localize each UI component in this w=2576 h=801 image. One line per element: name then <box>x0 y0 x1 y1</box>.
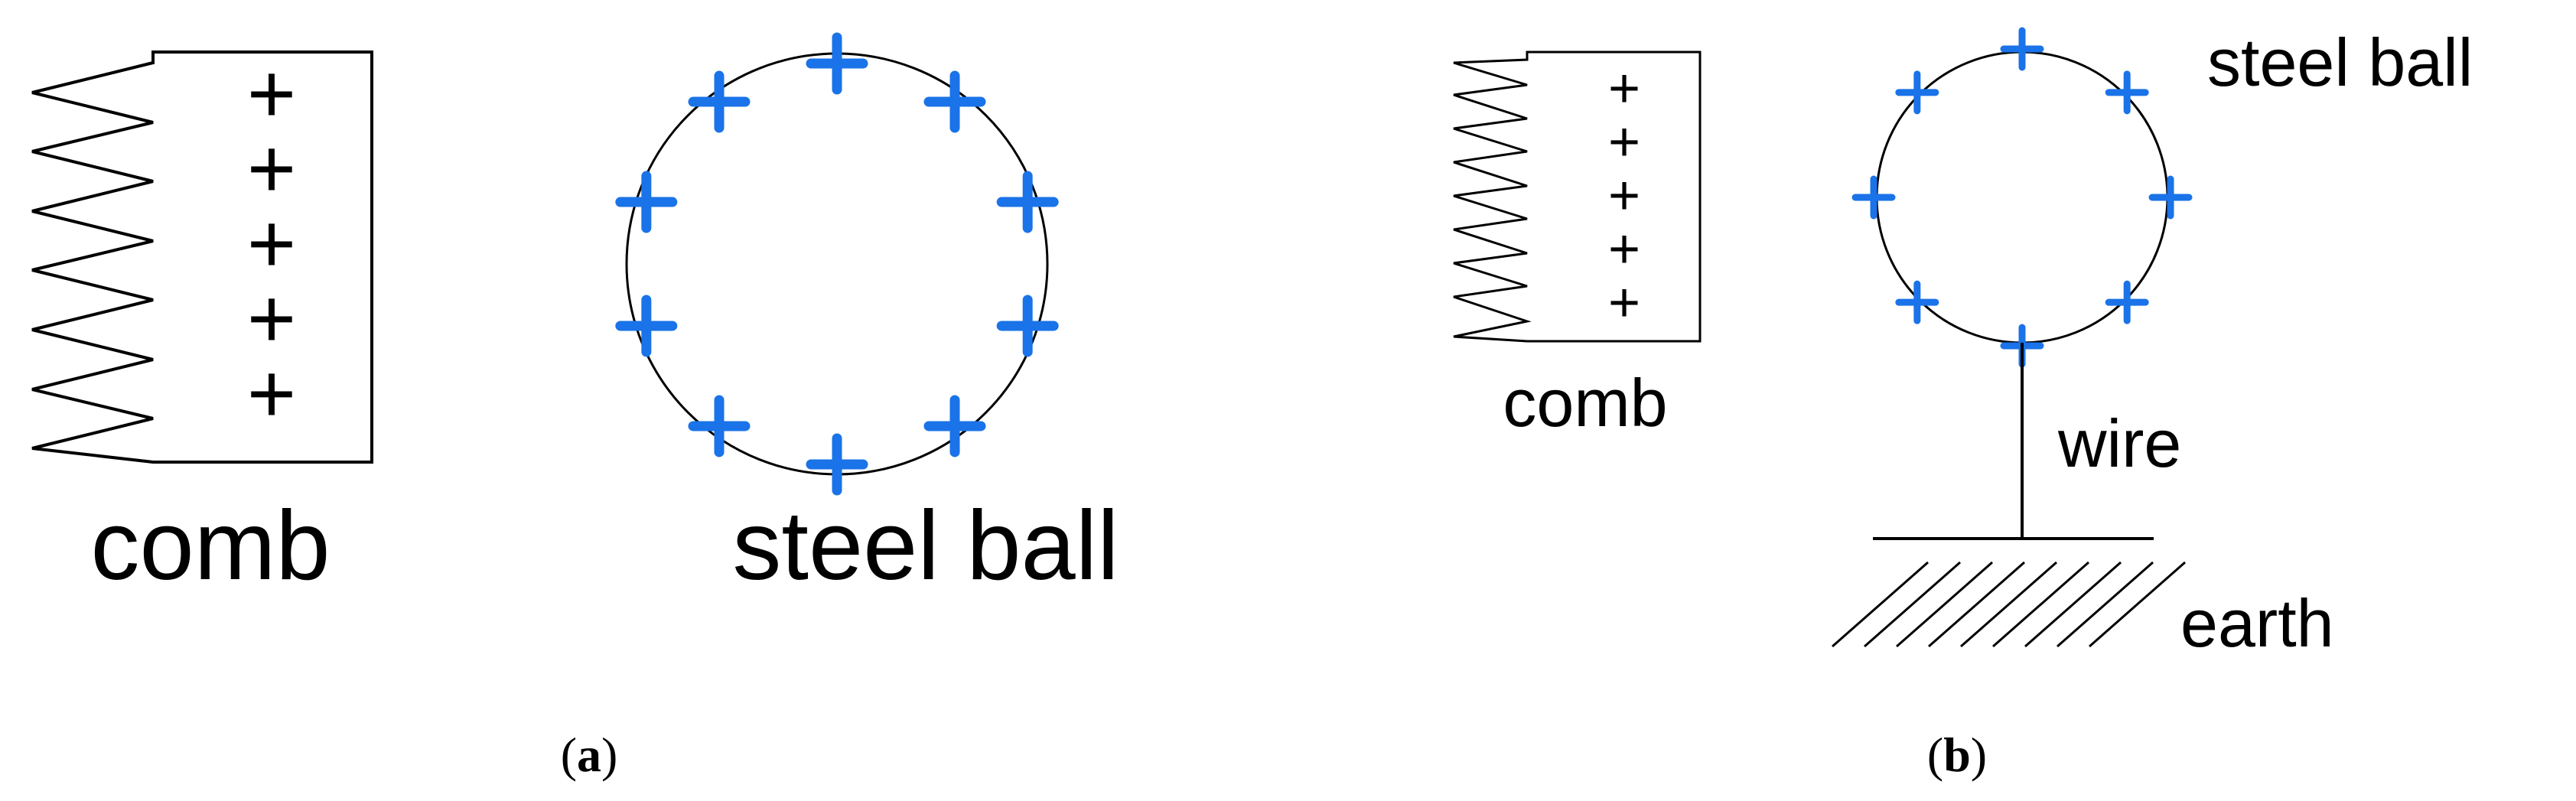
ball-a-charge <box>688 70 751 133</box>
caption-b-open: ( <box>1927 728 1943 782</box>
steel-ball-b-label: steel ball <box>2207 24 2473 100</box>
steel-ball-a-label: steel ball <box>732 491 1119 601</box>
ball-b-charge <box>2148 175 2193 220</box>
ball-a-charge <box>996 295 1059 357</box>
earth-label: earth <box>2180 585 2334 661</box>
caption-a-letter: a <box>577 728 601 782</box>
panel-b: + + + + + comb steel ball wire earth (b) <box>1453 24 2473 782</box>
ball-b-charge <box>2105 280 2149 324</box>
panel-a: + + + + + comb steel ball (a) <box>31 32 1119 782</box>
caption-a: (a) <box>561 728 618 782</box>
caption-b-letter: b <box>1943 728 1971 782</box>
comb-b-body <box>1453 50 1702 343</box>
caption-a-open: ( <box>561 728 577 782</box>
ball-b-charge <box>1851 175 1896 220</box>
comb-a-charge: + <box>247 122 296 216</box>
comb-a-body <box>31 50 373 464</box>
earth-ground-symbol <box>1832 537 2186 648</box>
ball-a-charge <box>806 433 868 496</box>
comb-a-charges: + + + + + <box>247 47 296 441</box>
ball-a-charge <box>923 395 986 457</box>
ball-a-charge <box>688 395 751 457</box>
comb-b-charge: + <box>1608 272 1640 334</box>
comb-b-charge: + <box>1608 165 1640 226</box>
comb-a-charge: + <box>247 197 296 291</box>
caption-b: (b) <box>1927 728 1987 782</box>
earth-hatch-line <box>2057 561 2154 648</box>
comb-b-charge: + <box>1608 219 1640 280</box>
earth-hatch <box>1832 561 2186 648</box>
earth-hatch-line <box>2089 561 2186 648</box>
ball-a-charge <box>996 171 1059 233</box>
ball-a-charge <box>615 295 678 357</box>
earth-hatch-line <box>1960 561 2057 648</box>
ball-b-charge <box>1895 280 1939 324</box>
comb-a-charge: + <box>247 47 296 141</box>
earth-hatch-line <box>1864 561 1961 648</box>
steel-ball-a <box>625 52 1049 476</box>
ball-b-charge <box>2105 70 2149 115</box>
comb-b-charges: + + + + + <box>1608 58 1640 334</box>
ball-b-charge <box>1895 70 1939 115</box>
comb-a-label: comb <box>91 491 331 601</box>
ball-a-charge <box>806 32 868 95</box>
comb-a-charge: + <box>247 272 296 366</box>
wire-label: wire <box>2057 405 2181 481</box>
caption-b-close: ) <box>1971 728 1987 782</box>
comb-b-label: comb <box>1503 365 1667 441</box>
ball-a-charges <box>615 32 1059 496</box>
ball-a-charge <box>615 171 678 233</box>
comb-b-charge: + <box>1608 112 1640 173</box>
earth-hatch-line <box>1928 561 2025 648</box>
ball-b-charges <box>1851 27 2193 368</box>
comb-b-charge: + <box>1608 58 1640 119</box>
earth-hatch-line <box>1992 561 2089 648</box>
earth-hatch-line <box>1832 561 1929 648</box>
earth-hatch-line <box>2024 561 2122 648</box>
ball-a-charge <box>923 70 986 133</box>
ball-b-charge <box>2000 27 2044 71</box>
caption-a-close: ) <box>601 728 617 782</box>
earth-hatch-line <box>1896 561 1993 648</box>
comb-a-charge: + <box>247 347 296 441</box>
